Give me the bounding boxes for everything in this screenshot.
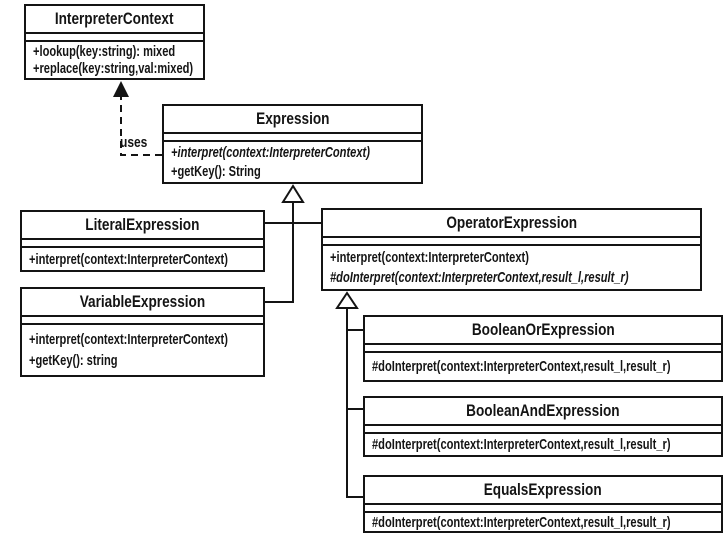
method-line: +interpret(context:InterpreterContext) [29,332,263,347]
dependency-uses [113,81,162,156]
class-methods: #doInterpret(context:InterpreterContext,… [365,353,721,380]
class-title: EqualsExpression [365,477,721,505]
class-boolean-and-expression: BooleanAndExpression #doInterpret(contex… [363,396,723,457]
dependency-dashed-line [120,97,162,156]
method-text: #doInterpret(context:InterpreterContext,… [372,436,671,453]
method-text: +getKey(): string [29,352,118,370]
method-text: +getKey(): String [171,162,261,180]
uses-relationship-label: uses [120,135,154,150]
class-name-text: Expression [255,109,330,128]
method-text: +interpret(context:InterpreterContext) [171,144,370,162]
class-methods: +interpret(context:InterpreterContext) [22,248,263,270]
class-attributes-empty [22,240,263,248]
class-attributes-empty [26,34,203,42]
generalization-operator-expression [335,291,363,498]
class-name-text: EqualsExpression [484,480,602,499]
class-methods: +interpret(context:InterpreterContext) +… [22,325,263,375]
class-title: OperatorExpression [323,210,700,238]
uses-arrowhead-icon [113,81,129,97]
method-text: #doInterpret(context:InterpreterContext,… [330,268,629,286]
class-attributes-empty [365,345,721,353]
class-methods: +interpret(context:InterpreterContext) #… [323,246,700,289]
inheritance-triangle-icon [281,184,305,203]
class-title: VariableExpression [22,289,263,317]
class-name-text: InterpreterContext [55,9,174,28]
class-title: Expression [164,106,421,134]
class-name-text: OperatorExpression [446,213,577,232]
class-name-text: LiteralExpression [85,215,200,234]
class-attributes-empty [323,238,700,246]
method-text: +interpret(context:InterpreterContext) [330,249,529,267]
class-attributes-empty [22,317,263,325]
class-methods: +lookup(key:string): mixed +replace(key:… [26,42,203,78]
method-line: +interpret(context:InterpreterContext) [330,250,700,265]
class-name-text: BooleanOrExpression [471,320,615,339]
method-text: +interpret(context:InterpreterContext) [29,250,228,268]
uses-label-text: uses [120,134,148,151]
method-line: #doInterpret(context:InterpreterContext,… [372,437,721,452]
class-operator-expression: OperatorExpression +interpret(context:In… [321,208,702,291]
method-text: #doInterpret(context:InterpreterContext,… [372,358,671,375]
method-line: #doInterpret(context:InterpreterContext,… [372,515,721,530]
class-attributes-empty [365,426,721,434]
class-name-text: BooleanAndExpression [466,401,620,420]
class-literal-expression: LiteralExpression +interpret(context:Int… [20,210,265,272]
class-expression: Expression +interpret(context:Interprete… [162,104,423,184]
method-text: +lookup(key:string): mixed [33,43,176,60]
method-line: +getKey(): String [171,164,421,179]
method-line-abstract: #doInterpret(context:InterpreterContext,… [330,270,700,285]
class-interpreter-context: InterpreterContext +lookup(key:string): … [24,4,205,80]
method-text: +replace(key:string,val:mixed) [33,60,194,77]
class-variable-expression: VariableExpression +interpret(context:In… [20,287,265,377]
inheritance-triangle-icon [335,291,359,309]
method-line: +getKey(): string [29,353,263,368]
method-line: +interpret(context:InterpreterContext) [29,252,263,267]
class-title: LiteralExpression [22,212,263,240]
class-methods: +interpret(context:InterpreterContext) +… [164,142,421,182]
class-methods: #doInterpret(context:InterpreterContext,… [365,513,721,531]
class-attributes-empty [164,134,421,142]
class-title: BooleanOrExpression [365,317,721,345]
class-title: BooleanAndExpression [365,398,721,426]
class-boolean-or-expression: BooleanOrExpression #doInterpret(context… [363,315,723,382]
class-title: InterpreterContext [26,6,203,34]
method-text: +interpret(context:InterpreterContext) [29,330,228,348]
method-line: +replace(key:string,val:mixed) [33,61,203,76]
method-line: +lookup(key:string): mixed [33,44,203,59]
method-line: #doInterpret(context:InterpreterContext,… [372,359,721,374]
method-line-abstract: +interpret(context:InterpreterContext) [171,145,421,160]
generalization-expression [265,184,323,303]
method-text: #doInterpret(context:InterpreterContext,… [372,513,671,531]
class-attributes-empty [365,505,721,513]
class-name-text: VariableExpression [79,292,206,311]
class-equals-expression: EqualsExpression #doInterpret(context:In… [363,475,723,533]
class-methods: #doInterpret(context:InterpreterContext,… [365,434,721,455]
